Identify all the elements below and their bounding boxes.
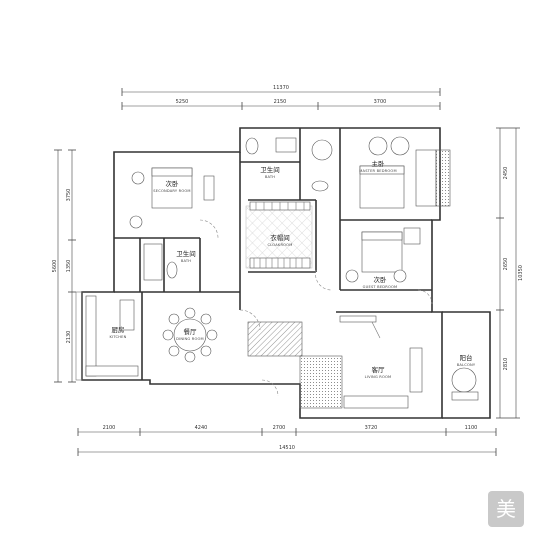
tiled-area — [299, 355, 343, 409]
dim-bottom-3: 2700 — [273, 425, 286, 431]
room-label-walkin-en: CLOAKROOM — [267, 243, 292, 247]
dim-top-total: 11370 — [273, 85, 289, 91]
dim-left-1: 3750 — [66, 189, 72, 202]
dim-bottom-2: 4240 — [195, 425, 208, 431]
room-label-bath1: 卫生间 — [260, 165, 280, 174]
dim-bottom-total: 14510 — [279, 445, 295, 451]
room-label-bedroom2: 次卧 — [166, 179, 180, 188]
hatched-floor-area — [247, 321, 303, 357]
dimension-labels: 11370 5250 2150 3700 2100 4240 2700 3720… — [52, 85, 524, 451]
left-dimensions — [54, 149, 76, 383]
top-dimensions — [121, 88, 441, 110]
guest-bed — [345, 227, 421, 283]
room-label-dining: 餐厅 — [184, 327, 198, 336]
dining-table — [162, 307, 218, 363]
room-label-living-en: LIVING ROOM — [365, 375, 392, 379]
room-label-walkin: 衣帽间 — [270, 233, 290, 242]
room-label-kitchen-en: KITCHEN — [110, 335, 127, 339]
dim-bottom-5: 1100 — [465, 425, 478, 431]
watermark-badge: 美 — [488, 491, 524, 527]
door-swings — [199, 219, 433, 397]
dim-right-2: 2650 — [503, 258, 509, 271]
room-label-bath1-en: BATH — [265, 175, 275, 179]
kitchen-counters — [85, 295, 139, 377]
room-labels: 次卧 SECONDARY ROOM 卫生间 BATH 衣帽间 CLOAKROOM… — [110, 159, 476, 379]
dim-top-1: 5250 — [176, 99, 189, 105]
room-label-master: 主卧 — [372, 159, 386, 168]
dim-left-total: 5600 — [52, 260, 58, 273]
dim-bottom-4: 3720 — [365, 425, 378, 431]
room-label-living: 客厅 — [372, 365, 386, 374]
room-label-bath2-en: BATH — [181, 259, 191, 263]
dim-right-1: 2450 — [503, 167, 509, 180]
room-label-master-en: MASTER BEDROOM — [359, 169, 397, 173]
dim-right-total: 10350 — [518, 265, 524, 281]
right-dimensions — [496, 127, 520, 419]
dim-left-2: 1350 — [66, 260, 72, 273]
room-label-bath2: 卫生间 — [176, 249, 196, 258]
dim-right-3: 2810 — [503, 358, 509, 371]
bath-fixtures — [143, 137, 329, 281]
room-label-guest: 次卧 — [374, 275, 388, 284]
room-label-guest-en: GUEST BEDROOM — [363, 285, 398, 289]
balcony-chair — [451, 367, 479, 401]
living-furniture — [339, 315, 423, 409]
secondary-bed — [129, 167, 215, 229]
room-label-balcony-en: BALCONY — [457, 363, 476, 367]
dim-left-3: 2130 — [66, 331, 72, 344]
room-label-dining-en: DINING ROOM — [176, 337, 204, 341]
interior-walls — [114, 128, 432, 380]
cloakroom-wardrobe — [249, 201, 311, 269]
dim-bottom-1: 2100 — [103, 425, 116, 431]
dim-top-2: 2150 — [274, 99, 287, 105]
master-bed — [311, 136, 451, 209]
dim-top-3: 3700 — [374, 99, 387, 105]
bottom-dimensions — [77, 428, 497, 456]
room-label-kitchen: 厨房 — [112, 325, 125, 334]
room-label-balcony: 阳台 — [460, 353, 473, 362]
room-label-bedroom2-en: SECONDARY ROOM — [153, 189, 190, 193]
